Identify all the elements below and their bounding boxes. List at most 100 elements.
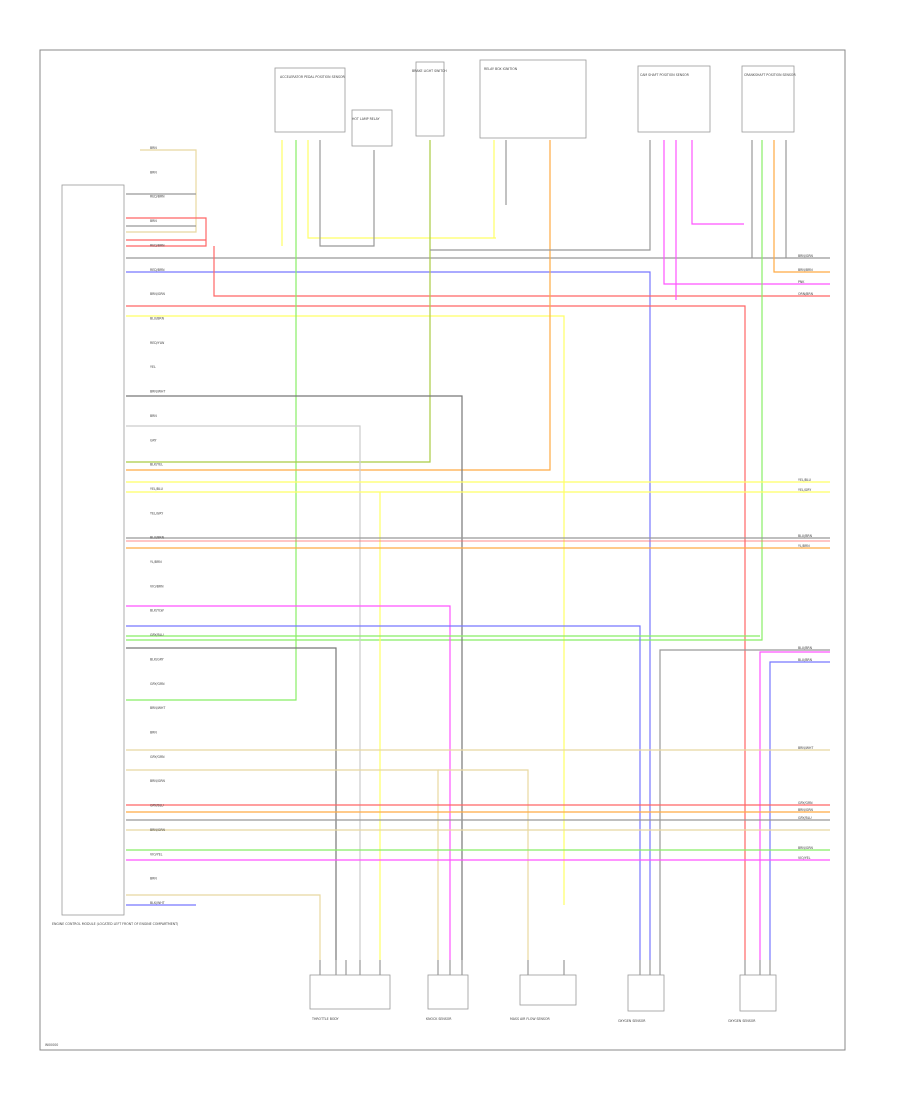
wire-label: RED/BRN (150, 243, 165, 247)
wire (126, 625, 641, 960)
wire-label: BRN/WHT (150, 390, 165, 394)
wire-label: GRY/GRN (150, 682, 165, 686)
wire (126, 140, 431, 463)
wire (663, 140, 830, 285)
top-component-c4: RELAY BOX IGNITION (479, 59, 587, 139)
top-component-c2: HOT LAMP RELAY (351, 109, 393, 147)
wire (319, 140, 375, 247)
wire-label: BRN (150, 877, 157, 881)
wire (126, 605, 451, 960)
right-wire-label: PNK (798, 280, 805, 284)
right-wire-label: BRN/GRN (798, 254, 814, 258)
wire-label: BRN (150, 414, 157, 418)
bottom-label-b5: OXYGEN SENSOR (728, 1019, 756, 1023)
wire-label: BLK/GRY (150, 657, 164, 661)
wire-label: BLK/WHT (150, 901, 165, 905)
wire (319, 960, 381, 975)
wire-label: VIO/YEL (150, 852, 163, 856)
top-component-c5: CAM SHAFT POSITION SENSOR (637, 65, 711, 133)
wire (126, 140, 763, 641)
top-label-c4: RELAY BOX IGNITION (484, 67, 518, 71)
wire-labels: BRN BRN RED/BRN BRN RED/BRN RED/BRN BRN/GRN BLU… (150, 146, 166, 905)
ecm-box (61, 184, 125, 916)
wire-label: RED/BRN (150, 268, 165, 272)
right-wire-label: BLU/BRN (798, 646, 813, 650)
wire-label: YEL (150, 365, 156, 369)
wire (126, 140, 297, 701)
wire (430, 140, 651, 251)
bottom-component-b4: OXYGEN SENSOR (618, 974, 665, 1023)
right-wire-label: GRY/BLU (798, 816, 812, 820)
bottom-label-b4: OXYGEN SENSOR (618, 1019, 646, 1023)
wire (438, 769, 529, 960)
right-wire-label: YEL/GRY (798, 488, 811, 492)
wire (639, 960, 661, 975)
bottom-label-b1: THROTTLE BODY (311, 1017, 339, 1021)
right-wire-label: BLU/BRN (798, 534, 813, 538)
right-wire-label: ORN/BRN (798, 292, 814, 296)
wire-label: BLU/BRN (150, 316, 165, 320)
right-wire-label: BRN/BRN (798, 268, 813, 272)
wire-label: BRN (150, 170, 157, 174)
top-component-c3: BRAKE LIGHT SWITCH (412, 61, 447, 137)
wire (126, 395, 463, 960)
diagram-border (39, 49, 846, 1051)
wire-label: BRN/GRN (150, 292, 166, 296)
wire-label: GRY/GRN (150, 755, 165, 759)
wire (307, 140, 496, 239)
diagram-id: W00000 (45, 1043, 58, 1047)
wire-label: BRN (150, 731, 157, 735)
top-component-c1: ACCELERATOR PEDAL POSITION SENSOR (274, 67, 346, 133)
bottom-component-b5: OXYGEN SENSOR (728, 974, 777, 1023)
wire (126, 149, 197, 233)
wire (773, 140, 830, 273)
top-label-c6: CRANKSHAFT POSITION SENSOR (744, 73, 796, 77)
bottom-component-b3: MASS AIR FLOW SENSOR (510, 974, 577, 1021)
right-labels: BRN/GRNBRN/BRNPNKORN/BRNYEL/BLUYEL/GRYBL… (798, 254, 814, 860)
ecm-label: ENGINE CONTROL MODULE (LOCATED LEFT FRON… (52, 922, 178, 926)
wire (126, 894, 321, 960)
wire-label: BRN (150, 146, 157, 150)
wire (126, 140, 551, 471)
right-wire-label: YL/BRN (798, 544, 810, 548)
wire (213, 246, 830, 297)
wire-label: RED/YLW (150, 341, 165, 345)
bottom-label-b2: KNOCK SENSOR (426, 1017, 452, 1021)
wire-label: YL/BRN (150, 560, 162, 564)
wire (126, 425, 361, 960)
top-label-c1: ACCELERATOR PEDAL POSITION SENSOR (280, 75, 346, 79)
bottom-component-b1: THROTTLE BODY (309, 974, 391, 1021)
right-wire-label: BLU/BRN (798, 658, 813, 662)
right-wire-label: BRN/GRN (798, 808, 814, 812)
wire (744, 960, 771, 975)
wire-label: BRN (150, 219, 157, 223)
top-label-c5: CAM SHAFT POSITION SENSOR (640, 73, 690, 77)
wire-label: BLK/YEL (150, 463, 163, 467)
wire (437, 960, 463, 975)
right-wire-label: GRY/GRN (798, 801, 813, 805)
wire-label: BLK/YLW (150, 609, 165, 613)
wire (126, 217, 207, 247)
top-label-c2: HOT LAMP RELAY (352, 117, 380, 121)
bottom-label-b3: MASS AIR FLOW SENSOR (510, 1017, 550, 1021)
wire-label: GRY (150, 438, 156, 442)
wire-label: VIO/BRN (150, 584, 164, 588)
wire (691, 140, 744, 225)
wire-label: RED/BRN (150, 195, 165, 199)
wire (126, 271, 651, 960)
top-label-c3: BRAKE LIGHT SWITCH (412, 69, 447, 73)
wire (126, 305, 746, 960)
wire-label: GRY/BLU (150, 804, 164, 808)
wire-label: BLU/BRN (150, 536, 165, 540)
wire-label: YEL/BLU (150, 487, 164, 491)
wire (759, 651, 830, 960)
wire (126, 315, 565, 905)
wire (659, 649, 830, 960)
wire (527, 960, 565, 975)
wire-label: YEL/GRY (150, 511, 163, 515)
wire-label: BRN/GRN (150, 828, 166, 832)
wire (126, 647, 337, 960)
right-wire-label: BRN/GRN (798, 846, 814, 850)
wire-group (126, 140, 830, 975)
